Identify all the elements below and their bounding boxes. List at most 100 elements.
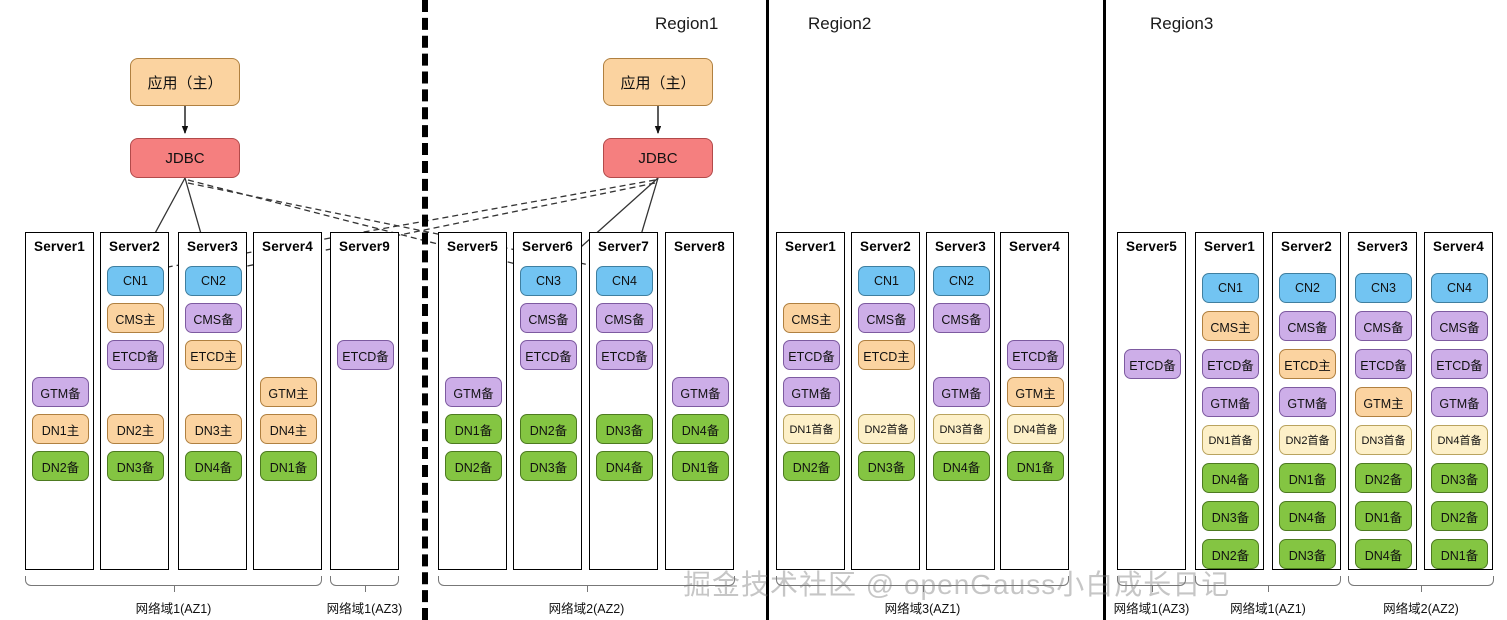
component-chip[interactable]: ETCD备 [1355, 349, 1412, 379]
component-chip[interactable]: DN4首备 [1007, 414, 1064, 444]
component-chip[interactable]: GTM备 [1431, 387, 1488, 417]
component-chip[interactable]: GTM备 [445, 377, 502, 407]
component-chip[interactable]: GTM备 [32, 377, 89, 407]
component-chip[interactable]: GTM备 [1202, 387, 1259, 417]
component-chip[interactable]: GTM备 [672, 377, 729, 407]
component-chip[interactable]: CMS主 [107, 303, 164, 333]
component-chip[interactable]: DN2首备 [858, 414, 915, 444]
component-chip[interactable]: DN1首备 [1202, 425, 1259, 455]
component-chip[interactable]: CMS备 [933, 303, 990, 333]
component-chip[interactable]: DN4备 [596, 451, 653, 481]
component-chip[interactable]: CMS备 [520, 303, 577, 333]
component-chip[interactable]: GTM主 [1355, 387, 1412, 417]
component-chip[interactable]: DN2备 [520, 414, 577, 444]
component-chip[interactable]: DN4备 [185, 451, 242, 481]
component-chip[interactable]: DN4主 [260, 414, 317, 444]
component-chip[interactable]: CN1 [858, 266, 915, 296]
component-chip[interactable]: DN4备 [672, 414, 729, 444]
component-chip[interactable]: DN2备 [1431, 501, 1488, 531]
component-chip[interactable]: DN1备 [260, 451, 317, 481]
component-chip[interactable]: DN1备 [1279, 463, 1336, 493]
component-chip[interactable]: CN4 [1431, 273, 1488, 303]
component-chip[interactable]: ETCD备 [783, 340, 840, 370]
component-chip[interactable]: GTM备 [783, 377, 840, 407]
component-chip[interactable]: DN2首备 [1279, 425, 1336, 455]
jdbc-left-box[interactable]: JDBC [130, 138, 240, 178]
component-chip[interactable]: DN1备 [672, 451, 729, 481]
app-left-box[interactable]: 应用（主） [130, 58, 240, 106]
component-chip[interactable]: DN4备 [1279, 501, 1336, 531]
component-chip[interactable]: DN3备 [858, 451, 915, 481]
component-chip[interactable]: ETCD主 [858, 340, 915, 370]
component-chip[interactable]: CMS备 [858, 303, 915, 333]
component-chip[interactable]: DN3备 [107, 451, 164, 481]
component-chip[interactable]: DN1备 [445, 414, 502, 444]
component-chip[interactable]: DN4备 [1202, 463, 1259, 493]
component-chip[interactable]: ETCD备 [1431, 349, 1488, 379]
component-chip[interactable]: CN4 [596, 266, 653, 296]
component-chip[interactable]: DN2备 [1355, 463, 1412, 493]
component-chip[interactable]: DN1备 [1355, 501, 1412, 531]
component-chip[interactable]: CMS主 [783, 303, 840, 333]
component-chip[interactable]: DN1首备 [783, 414, 840, 444]
component-chip[interactable]: DN3备 [520, 451, 577, 481]
jdbc-right-box[interactable]: JDBC [603, 138, 713, 178]
component-chip[interactable]: CMS备 [1355, 311, 1412, 341]
component-chip[interactable]: CN2 [1279, 273, 1336, 303]
component-chip[interactable]: DN1备 [1007, 451, 1064, 481]
component-chip[interactable]: DN2主 [107, 414, 164, 444]
component-chip[interactable]: CMS备 [1431, 311, 1488, 341]
component-chip[interactable]: DN3备 [1431, 463, 1488, 493]
component-chip[interactable]: CN1 [107, 266, 164, 296]
component-chip[interactable]: DN1主 [32, 414, 89, 444]
component-chip[interactable]: DN4备 [1355, 539, 1412, 569]
component-chip[interactable]: DN2备 [1202, 539, 1259, 569]
component-chip[interactable]: DN2备 [32, 451, 89, 481]
component-chip[interactable]: DN2备 [445, 451, 502, 481]
component-chip[interactable]: DN4备 [933, 451, 990, 481]
component-chip[interactable]: ETCD备 [1007, 340, 1064, 370]
component-chip[interactable]: CMS备 [596, 303, 653, 333]
component-chip[interactable]: CN3 [520, 266, 577, 296]
component-chip[interactable]: DN3备 [596, 414, 653, 444]
component-chip[interactable]: CN2 [185, 266, 242, 296]
component-chip[interactable]: CN2 [933, 266, 990, 296]
component-chip[interactable]: GTM主 [260, 377, 317, 407]
component-chip[interactable]: CMS主 [1202, 311, 1259, 341]
component-chip[interactable]: DN3首备 [1355, 425, 1412, 455]
component-chip[interactable]: CMS备 [185, 303, 242, 333]
component-chip[interactable]: ETCD备 [596, 340, 653, 370]
component-chip[interactable]: ETCD备 [1202, 349, 1259, 379]
component-chip[interactable]: DN3主 [185, 414, 242, 444]
component-chip[interactable]: DN1备 [1431, 539, 1488, 569]
component-chip[interactable]: CMS备 [1279, 311, 1336, 341]
app-right-box[interactable]: 应用（主） [603, 58, 713, 106]
component-chip[interactable]: ETCD备 [1124, 349, 1181, 379]
component-chip[interactable]: ETCD备 [337, 340, 394, 370]
component-chip[interactable]: ETCD备 [520, 340, 577, 370]
component-chip[interactable]: CN3 [1355, 273, 1412, 303]
component-chip[interactable]: DN3备 [1279, 539, 1336, 569]
component-chip[interactable]: ETCD主 [185, 340, 242, 370]
component-chip[interactable]: DN3备 [1202, 501, 1259, 531]
component-chip[interactable]: ETCD主 [1279, 349, 1336, 379]
component-chip[interactable]: DN4首备 [1431, 425, 1488, 455]
component-chip[interactable]: DN2备 [783, 451, 840, 481]
component-chip[interactable]: GTM备 [1279, 387, 1336, 417]
component-chip[interactable]: ETCD备 [107, 340, 164, 370]
